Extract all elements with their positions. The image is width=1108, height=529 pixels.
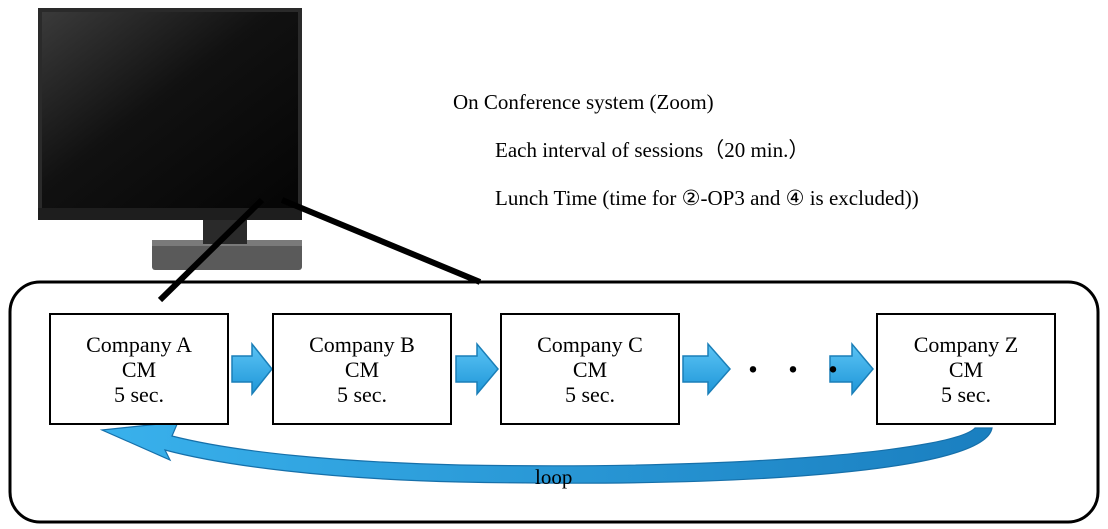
system-title: On Conference system (Zoom) bbox=[453, 90, 714, 114]
cm-box-company-z: Company Z CM 5 sec. bbox=[876, 313, 1056, 425]
flow-container bbox=[8, 280, 1100, 524]
company-name: Company Z bbox=[913, 331, 1019, 357]
flow-arrows bbox=[231, 341, 874, 397]
cm-type: CM bbox=[572, 356, 608, 382]
arrow-right-icon bbox=[829, 341, 874, 397]
arrow-right-icon bbox=[682, 342, 731, 396]
company-name: Company C bbox=[537, 331, 643, 357]
cm-duration: 5 sec. bbox=[336, 381, 388, 407]
cm-type: CM bbox=[344, 356, 380, 382]
loop-arrow-icon bbox=[99, 421, 993, 484]
cm-box-company-b: Company B CM 5 sec. bbox=[272, 313, 452, 425]
monitor-icon bbox=[38, 8, 302, 270]
company-name: Company A bbox=[86, 331, 192, 357]
cm-type: CM bbox=[948, 356, 984, 382]
cm-duration: 5 sec. bbox=[564, 381, 616, 407]
cm-type: CM bbox=[121, 356, 157, 382]
cm-box-company-c: Company C CM 5 sec. bbox=[500, 313, 680, 425]
session-interval-text: Each interval of sessions（20 min.） bbox=[495, 138, 810, 162]
ellipsis: ・・・ bbox=[738, 355, 858, 388]
connector-line-right bbox=[280, 197, 482, 285]
cm-duration: 5 sec. bbox=[113, 381, 165, 407]
cm-box-company-a: Company A CM 5 sec. bbox=[49, 313, 229, 425]
arrow-right-icon bbox=[231, 341, 273, 397]
loop-label: loop bbox=[535, 465, 573, 489]
arrow-right-icon bbox=[455, 341, 499, 397]
cm-duration: 5 sec. bbox=[940, 381, 992, 407]
company-name: Company B bbox=[309, 331, 415, 357]
lunch-time-text: Lunch Time (time for ②-OP3 and ④ is excl… bbox=[495, 186, 919, 210]
